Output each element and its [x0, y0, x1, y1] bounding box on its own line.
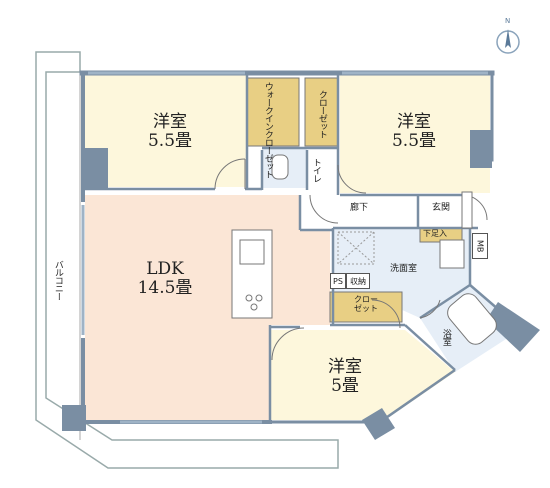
closet-top: [304, 77, 339, 147]
toilet-label: トイレ: [310, 158, 321, 182]
closet-walkin: [246, 77, 300, 147]
compass-icon: [496, 29, 520, 54]
shoe-storage-label: 下足入: [423, 229, 447, 238]
closet-top-label: クローゼット: [316, 90, 327, 138]
entrance-door: [461, 191, 473, 229]
storage-label: 収納: [346, 273, 370, 289]
washbasin-icon: [439, 239, 465, 269]
walkin-closet-label: ウォークインクローゼット: [262, 82, 273, 178]
washing-machine-pan: [337, 231, 375, 265]
pillar: [470, 130, 492, 168]
toilet-icon: [271, 154, 289, 180]
kitchen-counter: [231, 229, 273, 319]
room-western-1: [85, 75, 247, 187]
balcony-label: バルコニー: [52, 260, 63, 300]
pillar: [486, 302, 540, 352]
corridor-label: 廊下: [350, 203, 369, 213]
pillar: [62, 405, 86, 431]
balcony-outline: [35, 51, 339, 469]
bath-label: 浴室: [440, 329, 451, 345]
stove-icon: [245, 294, 263, 311]
washroom-label: 洗面室: [390, 264, 418, 274]
closet-mid-label: クローゼット: [354, 295, 378, 313]
ps-label: PS: [330, 273, 346, 289]
bathtub-icon: [447, 293, 497, 345]
room-western-3: [270, 330, 455, 420]
entrance-label: 玄関: [432, 203, 451, 213]
kitchen-sink: [239, 239, 265, 265]
north-label: N: [505, 17, 511, 25]
pillar: [84, 148, 108, 188]
room-western-2: [340, 75, 490, 193]
mb-label: MB: [472, 233, 488, 259]
